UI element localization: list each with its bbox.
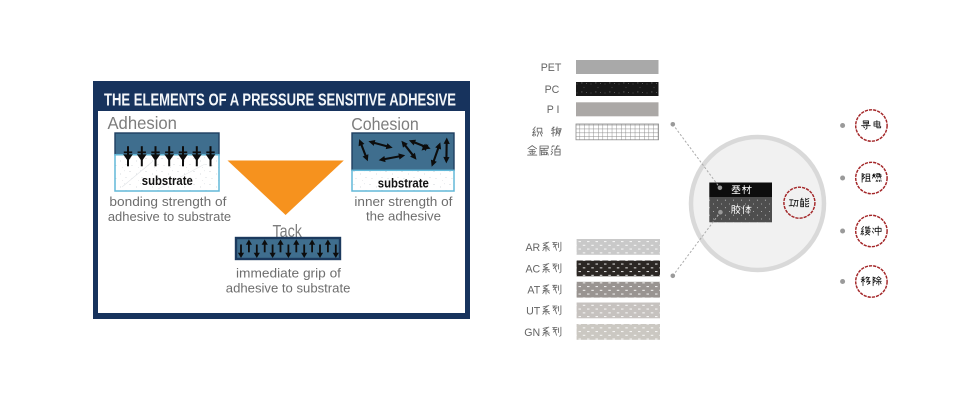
svg-text:substrate: substrate: [378, 175, 429, 190]
svg-text:P I: P I: [547, 104, 560, 116]
svg-text:adhesive to substrate: adhesive to substrate: [226, 280, 351, 295]
svg-text:inner strength of: inner strength of: [354, 194, 452, 209]
svg-text:THE ELEMENTS OF A PRESSURE SEN: THE ELEMENTS OF A PRESSURE SENSITIVE ADH…: [104, 89, 456, 109]
svg-text:AT: AT: [527, 285, 540, 297]
svg-text:substrate: substrate: [142, 173, 193, 188]
svg-text:GN: GN: [524, 327, 540, 339]
svg-text:AR: AR: [525, 242, 540, 254]
svg-text:adhesive to substrate: adhesive to substrate: [108, 209, 231, 224]
svg-text:immediate grip of: immediate grip of: [236, 265, 341, 280]
svg-text:Cohesion: Cohesion: [351, 114, 419, 134]
svg-text:PC: PC: [545, 84, 560, 96]
svg-text:Tack: Tack: [272, 221, 302, 241]
svg-text:AC: AC: [525, 263, 540, 275]
svg-text:UT: UT: [526, 305, 541, 317]
svg-text:bonding strength of: bonding strength of: [109, 194, 226, 209]
svg-text:the adhesive: the adhesive: [366, 209, 441, 224]
svg-text:PET: PET: [541, 62, 562, 74]
svg-text:Adhesion: Adhesion: [107, 113, 177, 133]
